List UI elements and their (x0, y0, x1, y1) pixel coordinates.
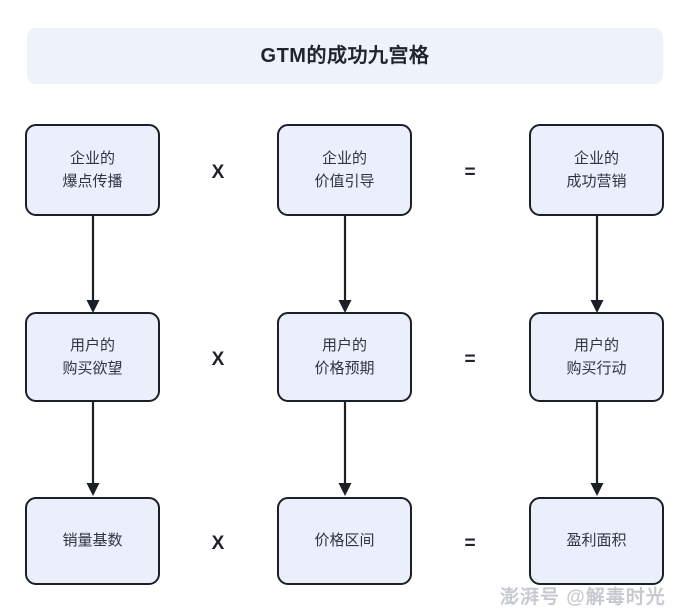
connector-arrow-col3-row2-row3 (590, 402, 604, 496)
node-sales-volume-base[interactable]: 销量基数 (25, 497, 160, 585)
connector-arrow-col3-row1-row2 (590, 216, 604, 313)
node-line-1: 用户的 (321, 336, 367, 354)
node-line-1: 销量基数 (62, 532, 123, 550)
node-profit-area[interactable]: 盈利面积 (529, 497, 664, 585)
node-line-1: 用户的 (69, 336, 115, 354)
operator-multiply-row1: X (211, 162, 225, 183)
node-line-1: 价格区间 (314, 532, 375, 550)
node-line-2: 价值引导 (314, 173, 375, 190)
node-line-1: 企业的 (573, 149, 619, 167)
title-banner: GTM的成功九宫格 (27, 28, 663, 84)
operator-multiply-row2: X (211, 349, 225, 370)
node-line-2: 购买行动 (566, 360, 627, 377)
operator-equals-row3: = (464, 533, 476, 554)
node-line-2: 成功营销 (566, 173, 627, 190)
node-enterprise-value[interactable]: 企业的 价值引导 (277, 124, 412, 216)
connector-arrow-col1-row1-row2 (86, 216, 100, 313)
operator-equals-row2: = (464, 349, 476, 370)
node-line-2: 购买欲望 (62, 360, 123, 377)
node-line-1: 企业的 (69, 149, 115, 167)
node-enterprise-marketing[interactable]: 企业的 成功营销 (529, 124, 664, 216)
node-user-price-expectation[interactable]: 用户的 价格预期 (277, 312, 412, 402)
operator-equals-row1: = (464, 162, 476, 183)
node-line-1: 企业的 (321, 149, 367, 167)
node-line-2: 价格预期 (314, 360, 375, 377)
node-user-purchase-action[interactable]: 用户的 购买行动 (529, 312, 664, 402)
connector-arrow-col2-row2-row3 (338, 402, 352, 496)
node-user-desire[interactable]: 用户的 购买欲望 (25, 312, 160, 402)
connector-arrow-col2-row1-row2 (338, 216, 352, 313)
page-title: GTM的成功九宫格 (260, 45, 430, 67)
connector-arrow-col1-row2-row3 (86, 402, 100, 496)
operator-multiply-row3: X (211, 533, 225, 554)
node-price-range[interactable]: 价格区间 (277, 497, 412, 585)
node-line-1: 盈利面积 (566, 532, 627, 550)
node-line-2: 爆点传播 (62, 173, 123, 190)
node-line-1: 用户的 (573, 336, 619, 354)
node-enterprise-burst[interactable]: 企业的 爆点传播 (25, 124, 160, 216)
